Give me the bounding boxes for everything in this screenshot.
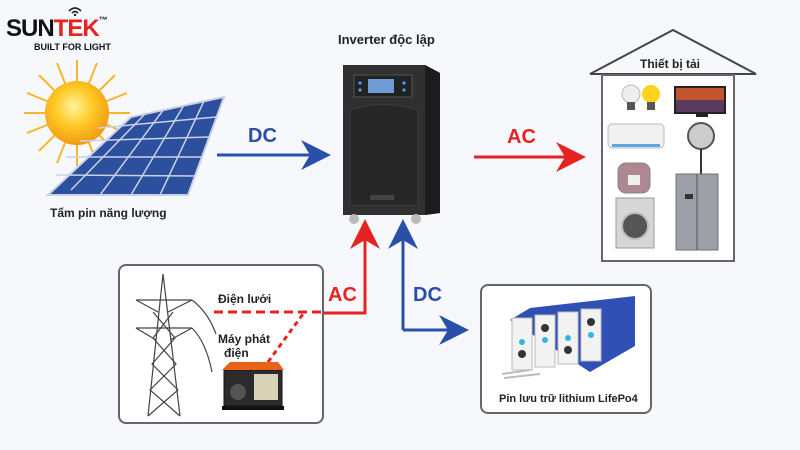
flow-label-dc-solar: DC xyxy=(248,125,277,147)
inverter-title: Inverter độc lập xyxy=(338,32,435,47)
light-bulb-icon xyxy=(621,84,641,110)
air-conditioner-icon xyxy=(607,123,665,149)
solar-label: Tấm pin năng lượng xyxy=(50,206,167,220)
generator-icon xyxy=(220,360,288,414)
wifi-icon xyxy=(68,6,82,16)
trademark: ™ xyxy=(98,15,108,25)
grid-label: Điện lưới xyxy=(218,292,272,306)
inverter-icon xyxy=(340,55,460,225)
solar-panel-icon xyxy=(36,95,226,205)
load-title: Thiết bị tải xyxy=(640,57,700,71)
yellow-bulb-icon xyxy=(642,85,660,110)
flow-label-dc-battery: DC xyxy=(413,284,442,306)
battery-icon xyxy=(500,290,640,382)
generator-label-2: điện xyxy=(224,346,249,360)
arrow-ac-grid-to-inverter xyxy=(322,219,380,315)
refrigerator-icon xyxy=(675,173,719,251)
generator-label-1: Máy phát xyxy=(218,332,271,346)
sun-icon xyxy=(22,58,132,168)
tv-icon xyxy=(674,86,726,117)
washing-machine-icon xyxy=(615,197,655,249)
logo-text-sun: SUN xyxy=(6,15,55,42)
battery-label: Pin lưu trữ lithium LifePo4 xyxy=(499,393,638,405)
power-tower-icon xyxy=(128,272,218,418)
grid-box xyxy=(118,264,324,424)
load-house xyxy=(588,28,768,268)
rice-cooker-icon xyxy=(617,162,651,194)
flow-label-ac-load: AC xyxy=(507,126,536,148)
logo-tagline: BUILT FOR LIGHT xyxy=(34,42,111,52)
logo-text-tek: TEK xyxy=(53,15,100,42)
flow-label-ac-grid: AC xyxy=(328,284,357,306)
